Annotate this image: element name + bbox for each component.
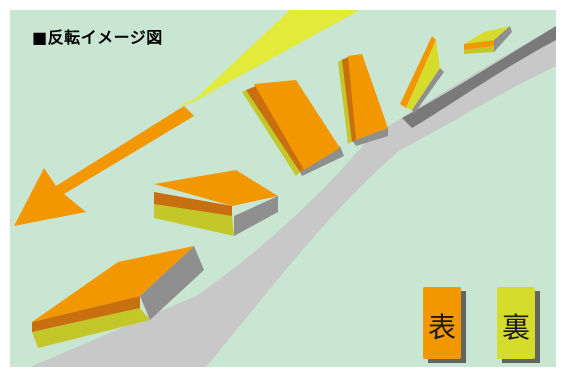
legend-front: 表 (423, 287, 461, 359)
diagram-title: ■反転イメージ図 (32, 28, 163, 47)
board-tilted-3 (242, 80, 344, 176)
board-3-back-edge (242, 88, 302, 176)
board-4-front-edge (342, 56, 358, 142)
legend-back: 裏 (497, 287, 535, 359)
board-flat-front-1 (32, 246, 204, 348)
board-5-top (406, 40, 440, 110)
board-1-side (140, 246, 204, 320)
board-6-side (494, 26, 512, 52)
legend-front-label: 表 (427, 311, 456, 344)
board-4-side (352, 128, 388, 146)
board-2-top (154, 170, 278, 206)
light-beam (196, 10, 360, 98)
board-flipping-5 (400, 36, 444, 114)
road-far (402, 26, 556, 128)
board-3-top (254, 80, 340, 170)
direction-arrow (14, 106, 194, 226)
board-1-back-edge (32, 308, 150, 348)
legend-back-label: 裏 (501, 311, 530, 344)
board-2-front-edge (154, 192, 232, 216)
board-1-top (32, 246, 194, 322)
board-flat-back-6 (464, 26, 512, 54)
board-2-side (234, 196, 278, 236)
board-1-front-edge (32, 296, 140, 332)
board-6-top (464, 26, 510, 44)
board-5-front-edge (400, 36, 436, 108)
board-2-back-edge (154, 204, 234, 236)
board-4-top (348, 54, 388, 140)
board-vertical-4 (338, 54, 388, 146)
board-3-side (300, 146, 344, 176)
board-6-back-edge (464, 46, 494, 54)
light-beam-tail (178, 88, 220, 106)
board-5-side (412, 68, 444, 114)
board-3-front-edge (246, 86, 306, 172)
board-6-front-edge (464, 40, 494, 50)
board-flat-front-2 (154, 170, 278, 236)
